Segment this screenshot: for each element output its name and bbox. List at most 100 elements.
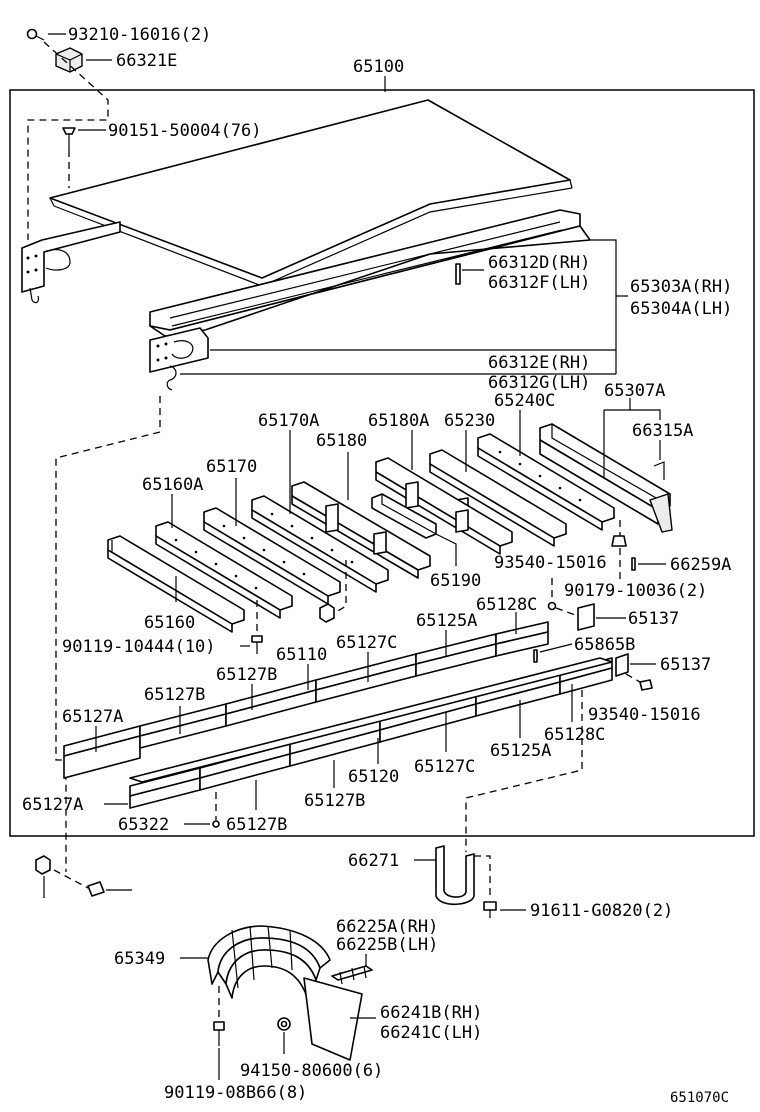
screw-93540-upper [547,601,557,611]
label-65128C-b: 65128C [544,725,605,745]
label-65304A: 65304A(LH) [630,299,732,319]
label-65127C-b: 65127C [414,757,475,777]
label-90151-50004: 90151-50004(76) [108,121,262,141]
crossmember-65307A [539,423,673,533]
side-bracket-left [21,221,121,304]
label-90179-10036: 90179-10036(2) [564,581,707,601]
label-65180: 65180 [316,431,367,451]
crossmember-65240C [477,433,615,531]
label-65180A: 65180A [368,411,429,431]
label-93540-15016-lower: 93540-15016 [588,705,701,725]
leader [435,533,457,566]
leader [539,643,573,653]
label-65137-lower: 65137 [660,655,711,675]
label-91611-G0820: 91611-G0820(2) [530,901,673,921]
deck-plate-65100 [49,99,573,287]
screw-93540-lower [639,679,653,691]
bolt-93210 [26,28,45,41]
label-66225B: 66225B(LH) [336,935,438,955]
label-65120: 65120 [348,767,399,787]
label-65128C-top: 65128C [476,595,537,615]
assembly-frame [9,89,755,837]
crossmember-65180 [291,481,431,579]
label-65125A-top: 65125A [416,611,477,631]
sill-upper [63,621,549,779]
label-66312D: 66312D(RH) [488,253,590,273]
bracket-65137-upper [577,603,595,631]
label-90119-08B66: 90119-08B66(8) [164,1083,307,1103]
label-65307A: 65307A [604,381,665,401]
bracket-66321E [55,47,83,73]
dashed-link [53,869,89,889]
clip-under-65180 [319,603,335,623]
pin-65865B [533,649,538,663]
crossmember-65180A [375,457,513,555]
label-65127B-b: 65127B [144,685,205,705]
label-65865B: 65865B [574,635,635,655]
nut-refer-left [35,855,51,875]
label-66312E: 66312E(RH) [488,353,590,373]
crossmember-65230 [429,449,567,547]
bolt-90119-10444 [251,635,263,654]
dashed-link [335,560,347,613]
pin-66312D [455,263,461,285]
pin-66259A [631,557,636,571]
label-65170A: 65170A [258,411,319,431]
label-90119-10444: 90119-10444(10) [62,637,216,657]
label-93540-15016-upper: 93540-15016 [494,553,607,573]
crossmember-65160A [155,521,293,619]
leader [603,398,661,478]
label-66259A: 66259A [670,555,731,575]
label-65127B-d: 65127B [226,815,287,835]
dashed-link [551,578,579,617]
sill-lower [129,657,613,809]
bracket-66315A [653,461,665,480]
label-65127B-c: 65127B [304,791,365,811]
label-65160: 65160 [144,613,195,633]
label-65160A: 65160A [142,475,203,495]
label-65170: 65170 [206,457,257,477]
bolt-91611 [483,901,497,918]
label-65240C: 65240C [494,391,555,411]
pad-65322 [212,820,220,828]
label-65303A: 65303A(RH) [630,277,732,297]
dashed-link [465,690,583,852]
dashed-link [625,673,641,683]
label-65127B-a: 65127B [216,665,277,685]
bolt-refer-right [87,881,105,897]
label-65110: 65110 [276,645,327,665]
label-66225A: 66225A(RH) [336,917,438,937]
label-65127A-b: 65127A [22,795,83,815]
bracket-line [210,239,628,351]
fender-65349 [207,925,331,1001]
label-65127C-top: 65127C [336,633,397,653]
label-66312G: 66312G(LH) [488,373,590,393]
step-handle-66271 [435,845,475,906]
label-94150-80600: 94150-80600(6) [240,1061,383,1081]
label-65349: 65349 [114,949,165,969]
dashed-link [474,855,491,898]
label-66312F: 66312F(LH) [488,273,590,293]
label-66271: 66271 [348,851,399,871]
label-65125A-b: 65125A [490,741,551,761]
leader [180,350,617,375]
dashed-link [55,396,161,872]
mudflap-66241 [303,977,363,1061]
screw-90151 [62,127,76,150]
label-66321E: 66321E [116,51,177,71]
bolt-90119-08B66 [213,1021,225,1046]
label-66241B: 66241B(RH) [380,1003,482,1023]
side-rail-65303A [149,209,591,373]
bolt-90179 [611,535,627,547]
label-66315A: 66315A [632,421,693,441]
label-65230: 65230 [444,411,495,431]
label-65100: 65100 [353,57,404,77]
label-65190: 65190 [430,571,481,591]
label-65127A-a: 65127A [62,707,123,727]
label-65137-upper: 65137 [628,609,679,629]
figure-code: 651070C [670,1090,729,1106]
pin-66312E [166,365,177,391]
bracket-65137-lower [615,653,629,677]
label-66241C: 66241C(LH) [380,1023,482,1043]
